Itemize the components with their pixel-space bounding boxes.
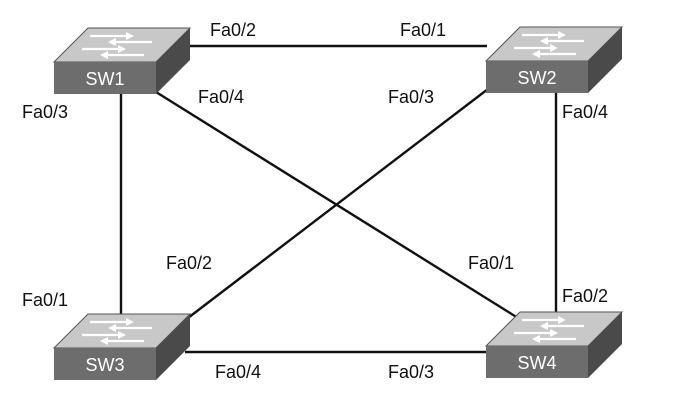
switch-sw1: SW1 — [52, 27, 192, 94]
switch-name: SW3 — [85, 355, 124, 375]
switch-front — [54, 62, 156, 94]
port-label-sw1-fa0-2: Fa0/2 — [210, 20, 256, 40]
switch-side — [156, 314, 190, 380]
switch-sw3: SW3 — [52, 313, 192, 380]
switch-sw2: SW2 — [484, 26, 624, 93]
switch-name: SW4 — [517, 353, 556, 373]
switch-front — [486, 61, 588, 93]
port-label-sw1-fa0-3: Fa0/3 — [22, 102, 68, 122]
switch-side — [156, 28, 190, 94]
port-label-sw4-fa0-1: Fa0/1 — [468, 253, 514, 273]
port-labels: Fa0/2 Fa0/1 Fa0/3 Fa0/1 Fa0/4 Fa0/1 Fa0/… — [22, 20, 608, 382]
port-label-sw4-fa0-2: Fa0/2 — [562, 286, 608, 306]
port-label-sw2-fa0-3: Fa0/3 — [388, 87, 434, 107]
port-label-sw3-fa0-2: Fa0/2 — [166, 253, 212, 273]
switch-front — [54, 348, 156, 380]
port-label-sw3-fa0-4: Fa0/4 — [215, 362, 261, 382]
port-label-sw2-fa0-4: Fa0/4 — [562, 102, 608, 122]
port-label-sw4-fa0-3: Fa0/3 — [388, 362, 434, 382]
switch-side — [588, 312, 622, 378]
switch-name: SW2 — [517, 68, 556, 88]
link-sw2-sw3 — [183, 88, 489, 322]
switch-name: SW1 — [85, 69, 124, 89]
switch-sw4: SW4 — [484, 311, 624, 378]
port-label-sw1-fa0-4: Fa0/4 — [198, 87, 244, 107]
port-label-sw2-fa0-1: Fa0/1 — [400, 20, 446, 40]
port-label-sw3-fa0-1: Fa0/1 — [22, 290, 68, 310]
switch-front — [486, 346, 588, 378]
links — [119, 44, 558, 354]
switch-side — [588, 27, 622, 93]
